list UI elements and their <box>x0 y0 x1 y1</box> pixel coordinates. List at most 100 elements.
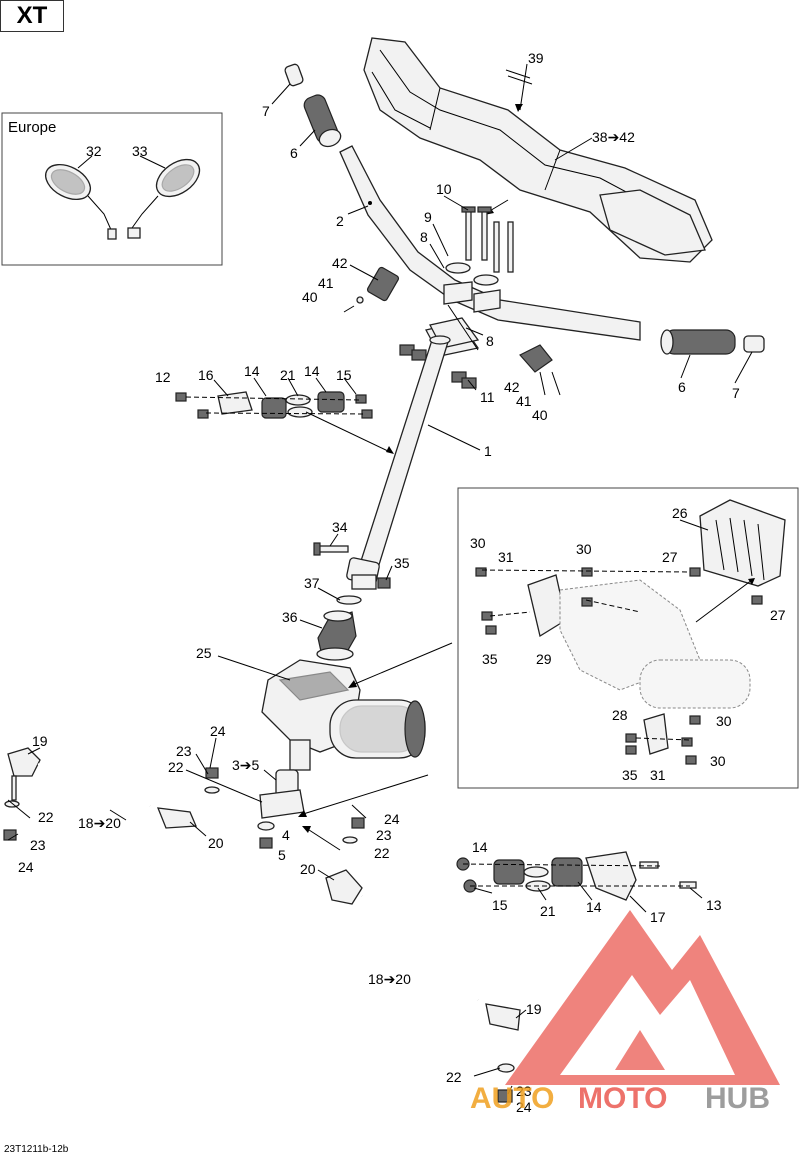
tie-rod-hardware-right <box>342 817 365 844</box>
callout-36: 36 <box>282 609 298 625</box>
europe-inset-frame <box>1 112 223 266</box>
left-tie-rod <box>3 747 197 841</box>
right-bar-end <box>743 335 765 353</box>
watermark-logo <box>505 910 780 1085</box>
right-tie-rod <box>325 869 521 1103</box>
lower-handguard-parts <box>456 851 697 901</box>
mirror-left-icon <box>45 163 117 240</box>
callout-33: 33 <box>132 143 148 159</box>
callout-30-inset-d: 30 <box>710 753 726 769</box>
callout-34: 34 <box>332 519 348 535</box>
callout-23-centre: 23 <box>176 743 192 759</box>
callout-22-centre: 22 <box>168 759 184 775</box>
europe-inset: Europe <box>1 112 223 266</box>
callout-41-left: 41 <box>318 275 334 291</box>
drawing-code: 23T1211b-12b <box>4 1144 69 1155</box>
watermark-part1: AUTO <box>470 1082 554 1115</box>
callout-26: 26 <box>672 505 688 521</box>
callout-35-column: 35 <box>394 555 410 571</box>
callout-35-inset-b: 35 <box>622 767 638 783</box>
callout-41-right: 41 <box>516 393 532 409</box>
callout-14-upper-a: 14 <box>244 363 260 379</box>
callout-32: 32 <box>86 143 102 159</box>
callout-24-centre: 24 <box>210 723 226 739</box>
callout-22-bottom: 22 <box>446 1069 462 1085</box>
callout-14-lower-b: 14 <box>586 899 602 915</box>
pitman-arm <box>257 769 305 849</box>
steering-column <box>346 335 451 590</box>
callout-39: 39 <box>528 50 544 66</box>
callout-9: 9 <box>424 209 432 225</box>
callout-3-5: 3➔5 <box>232 757 260 773</box>
callout-24-bottom: 24 <box>516 1099 532 1115</box>
riser-nuts <box>399 344 477 389</box>
callout-23-right: 23 <box>376 827 392 843</box>
callout-40-right: 40 <box>532 407 548 423</box>
column-bolt-34 <box>313 542 349 556</box>
tie-rod-hardware-left <box>204 767 220 794</box>
callout-19-right: 19 <box>526 1001 542 1017</box>
watermark-part2: MOTO <box>578 1082 667 1115</box>
callout-18-20-right: 18➔20 <box>368 971 411 987</box>
leader-lines <box>7 83 755 1095</box>
callout-24-left: 24 <box>18 859 34 875</box>
power-steering-unit <box>261 659 426 771</box>
callout-37: 37 <box>304 575 320 591</box>
callout-16-upper: 16 <box>198 367 214 383</box>
mirror-right-icon <box>127 158 201 239</box>
callout-1: 1 <box>484 443 492 459</box>
callout-22-left: 22 <box>38 809 54 825</box>
callout-2: 2 <box>336 213 344 229</box>
callout-23-bottom: 23 <box>516 1083 532 1099</box>
callout-13: 13 <box>706 897 722 913</box>
callout-19-left: 19 <box>32 733 48 749</box>
right-grip <box>660 329 736 355</box>
callout-8-upper: 8 <box>420 229 428 245</box>
europe-inset-title: Europe <box>8 119 56 136</box>
callout-31-inset-a: 31 <box>498 549 514 565</box>
callout-22-right: 22 <box>374 845 390 861</box>
callout-35-inset-a: 35 <box>482 651 498 667</box>
callout-4: 4 <box>282 827 290 843</box>
callout-7-left: 7 <box>262 103 270 119</box>
callout-10: 10 <box>436 181 452 197</box>
callout-15-upper: 15 <box>336 367 352 383</box>
callout-30-inset-c: 30 <box>716 713 732 729</box>
callout-20-right: 20 <box>300 861 316 877</box>
right-clamp <box>519 344 561 396</box>
callout-20-left: 20 <box>208 835 224 851</box>
handlebar-cover <box>363 37 713 263</box>
callout-6-right: 6 <box>678 379 686 395</box>
callout-11: 11 <box>480 389 495 405</box>
callout-28: 28 <box>612 707 628 723</box>
callout-7-right: 7 <box>732 385 740 401</box>
callout-12: 12 <box>155 369 171 385</box>
callout-14-upper-b: 14 <box>304 363 320 379</box>
callout-27-inset-a: 27 <box>662 549 678 565</box>
bracket-inset-frame <box>457 487 799 789</box>
callout-6-left: 6 <box>290 145 298 161</box>
watermark-part3: HUB <box>705 1082 770 1115</box>
boot-36 <box>316 610 357 661</box>
callout-15-lower: 15 <box>492 897 508 913</box>
callout-24-right: 24 <box>384 811 400 827</box>
callout-21-lower: 21 <box>540 903 556 919</box>
callout-23-left: 23 <box>30 837 46 853</box>
column-nut-35 <box>377 577 391 589</box>
callout-30-inset-a: 30 <box>470 535 486 551</box>
callout-21-upper: 21 <box>280 367 296 383</box>
callout-8-lower: 8 <box>486 333 494 349</box>
callout-5: 5 <box>278 847 286 863</box>
callout-14-lower-a: 14 <box>472 839 488 855</box>
callout-40-left: 40 <box>302 289 318 305</box>
model-tag: XT <box>0 0 64 32</box>
callout-29: 29 <box>536 651 552 667</box>
callout-18-20-left: 18➔20 <box>78 815 121 831</box>
callout-31-inset-b: 31 <box>650 767 666 783</box>
callout-30-inset-b: 30 <box>576 541 592 557</box>
left-clamp <box>343 266 400 313</box>
left-grip <box>303 94 342 148</box>
watermark-text: AUTO MOTO HUB <box>470 1082 770 1115</box>
clip-37 <box>336 595 362 605</box>
